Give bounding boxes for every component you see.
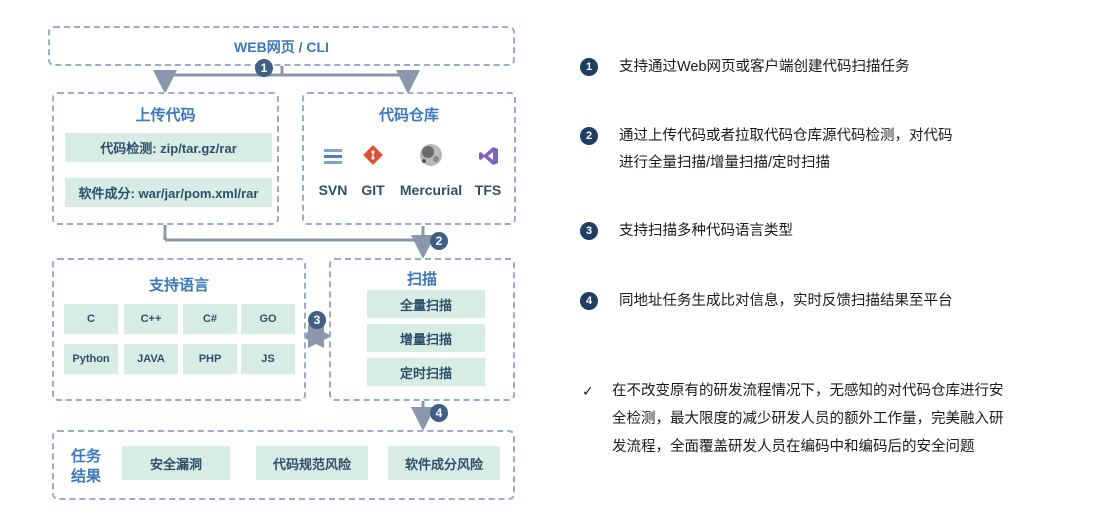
result-security-vulns: 安全漏洞 — [122, 446, 230, 480]
desc-num-4: 4 — [580, 292, 598, 310]
scan-full: 全量扫描 — [367, 290, 485, 318]
desc-text-2-line1: 通过上传代码或者拉取代码仓库源代码检测，对代码 — [619, 128, 953, 144]
svn-icon — [322, 146, 344, 168]
flow-marker-4: 4 — [430, 404, 448, 422]
code-repo-title: 代码仓库 — [378, 107, 439, 124]
scan-title: 扫描 — [406, 271, 437, 288]
desc-num-3: 3 — [580, 222, 598, 240]
summary-line-2: 全检测，最大限度的减少研发人员的额外工作量，完美融入研 — [612, 411, 1004, 427]
lang-csharp: C# — [183, 304, 237, 334]
desc-text-1: 支持通过Web网页或客户端创建代码扫描任务 — [619, 59, 910, 75]
git-icon — [362, 144, 384, 166]
lang-js: JS — [241, 344, 295, 374]
lang-c: C — [64, 304, 118, 334]
flow-marker-3: 3 — [308, 311, 326, 329]
languages-title: 支持语言 — [148, 277, 209, 294]
repo-label-git: GIT — [361, 182, 385, 198]
desc-num-1: 1 — [580, 58, 598, 76]
results-title-line2: 结果 — [70, 468, 101, 485]
lang-java: JAVA — [124, 344, 178, 374]
result-software-composition-risk: 软件成分风险 — [388, 446, 500, 480]
tfs-icon — [478, 145, 500, 167]
repo-label-mercurial: Mercurial — [399, 182, 463, 198]
scan-incremental: 增量扫描 — [367, 324, 485, 352]
web-cli-label: WEB网页 / CLI — [234, 39, 329, 55]
mercurial-icon — [417, 141, 445, 169]
flow-marker-1: 1 — [255, 59, 273, 77]
summary-line-3: 发流程，全面覆盖研发人员在编码中和编码后的安全问题 — [612, 439, 975, 455]
desc-text-2-line2: 进行全量扫描/增量扫描/定时扫描 — [619, 155, 831, 171]
web-cli-box — [48, 26, 515, 66]
upload-item-software-composition: 软件成分: war/jar/pom.xml/rar — [65, 178, 272, 207]
desc-text-3: 支持扫描多种代码语言类型 — [619, 223, 793, 239]
desc-text-4: 同地址任务生成比对信息，实时反馈扫描结果至平台 — [619, 293, 953, 309]
lang-php: PHP — [183, 344, 237, 374]
desc-num-2: 2 — [580, 127, 598, 145]
repo-label-svn: SVN — [318, 182, 348, 198]
check-icon: ✓ — [582, 383, 594, 399]
upload-code-title: 上传代码 — [135, 107, 196, 124]
summary-line-1: 在不改变原有的研发流程情况下，无感知的对代码仓库进行安 — [612, 383, 1004, 399]
scan-scheduled: 定时扫描 — [367, 358, 485, 386]
lang-cpp: C++ — [124, 304, 178, 334]
flow-marker-2: 2 — [430, 232, 448, 250]
lang-go: GO — [241, 304, 295, 334]
upload-item-code-check: 代码检测: zip/tar.gz/rar — [65, 133, 272, 162]
repo-label-tfs: TFS — [474, 182, 502, 198]
result-code-style-risk: 代码规范风险 — [256, 446, 368, 480]
lang-python: Python — [64, 344, 118, 374]
results-title-line1: 任务 — [70, 448, 101, 465]
